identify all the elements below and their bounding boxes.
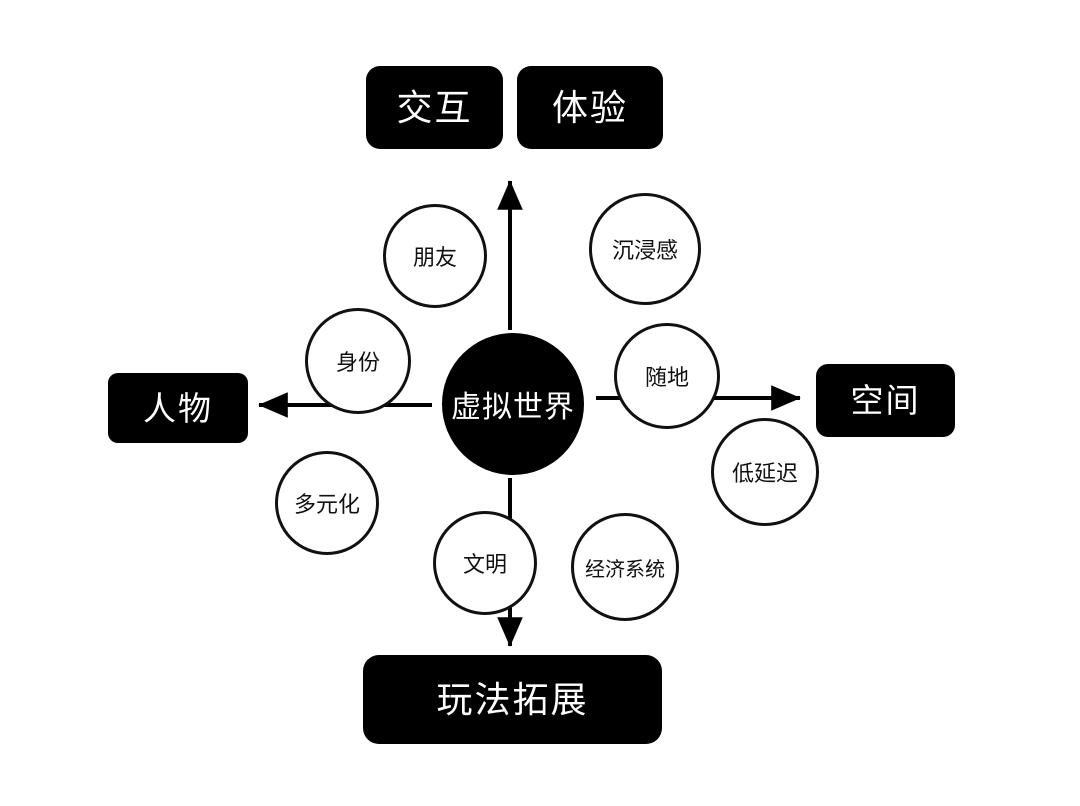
node-box-space[interactable]: 空间 bbox=[816, 364, 955, 437]
bubble-civilization[interactable]: 文明 bbox=[433, 511, 537, 615]
bubble-friends[interactable]: 朋友 bbox=[383, 204, 487, 308]
bubble-immersion[interactable]: 沉浸感 bbox=[589, 193, 701, 305]
bubble-economic-system[interactable]: 经济系统 bbox=[571, 513, 679, 621]
bubble-friends-label: 朋友 bbox=[412, 245, 457, 270]
node-box-interaction-label: 交互 bbox=[396, 86, 473, 128]
node-box-gameplay-expansion-label: 玩法拓展 bbox=[436, 678, 589, 720]
bubble-diversity[interactable]: 多元化 bbox=[275, 451, 379, 555]
center-node-label: 虚拟世界 bbox=[451, 391, 575, 424]
node-box-character[interactable]: 人物 bbox=[108, 373, 248, 443]
node-box-experience-label: 体验 bbox=[551, 86, 628, 128]
bubble-diversity-label: 多元化 bbox=[293, 492, 360, 517]
center-node-virtual-world[interactable]: 虚拟世界 bbox=[442, 333, 584, 475]
node-box-interaction[interactable]: 交互 bbox=[366, 66, 503, 149]
node-box-character-label: 人物 bbox=[143, 389, 213, 427]
bubble-identity-label: 身份 bbox=[335, 350, 380, 375]
bubble-immersion-label: 沉浸感 bbox=[611, 238, 678, 263]
bubble-low-latency-label: 低延迟 bbox=[731, 461, 798, 486]
bubble-civilization-label: 文明 bbox=[462, 552, 507, 577]
bubble-anywhere[interactable]: 随地 bbox=[614, 323, 720, 429]
bubble-economic-system-label: 经济系统 bbox=[585, 558, 665, 581]
bubble-identity[interactable]: 身份 bbox=[305, 308, 411, 414]
node-box-gameplay-expansion[interactable]: 玩法拓展 bbox=[363, 655, 662, 744]
bubble-anywhere-label: 随地 bbox=[644, 365, 689, 390]
bubble-low-latency[interactable]: 低延迟 bbox=[711, 418, 819, 526]
node-box-space-label: 空间 bbox=[850, 382, 921, 419]
node-box-experience[interactable]: 体验 bbox=[517, 66, 663, 149]
